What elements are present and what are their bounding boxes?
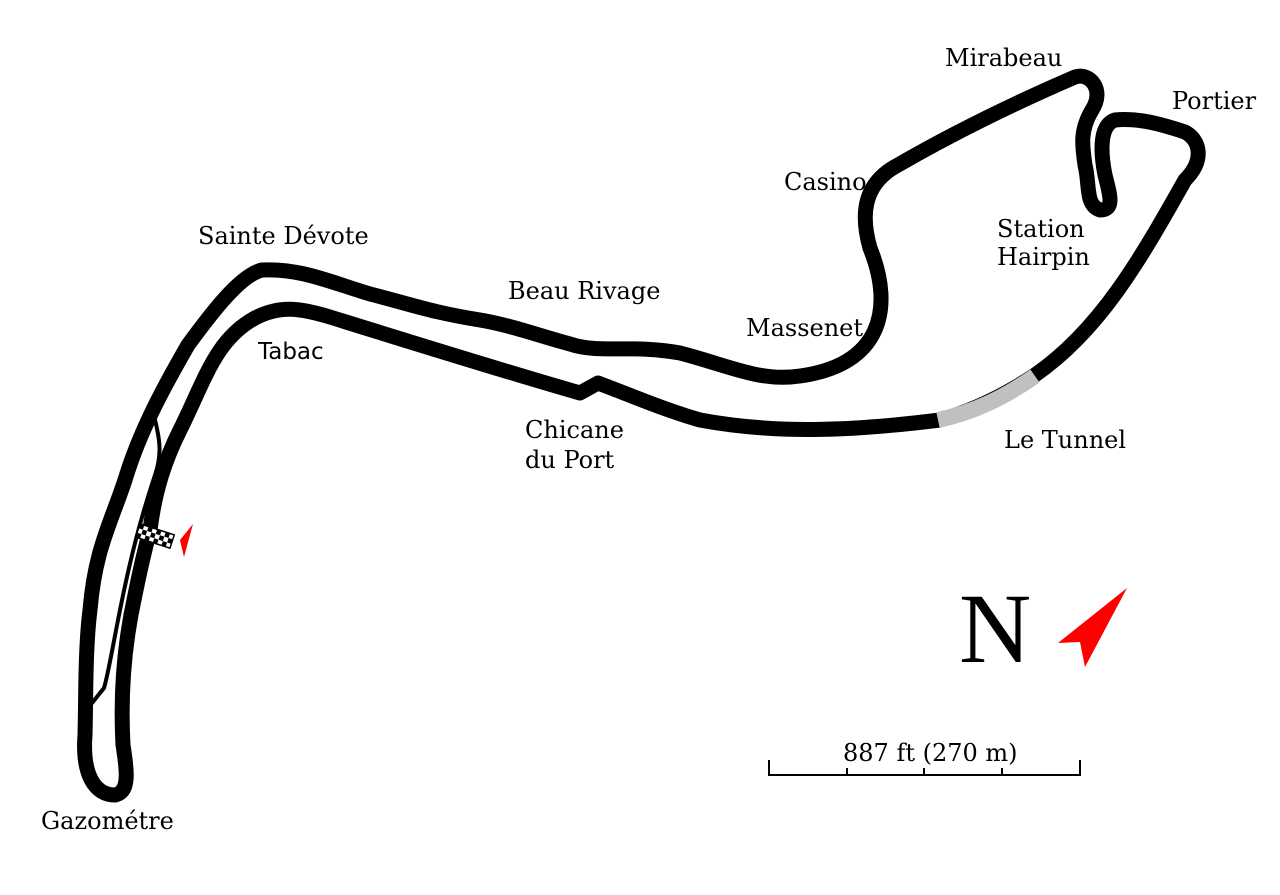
label-chicane-line1: Chicane: [525, 416, 624, 444]
label-chicane-line2: du Port: [525, 446, 615, 474]
scale-bar: [768, 760, 1081, 776]
label-beau-rivage: Beau Rivage: [508, 277, 660, 305]
start-finish-flag: [134, 522, 176, 550]
label-sainte-devote: Sainte Dévote: [198, 222, 369, 250]
direction-arrow-icon: [180, 524, 193, 557]
track-main: [77, 68, 1206, 803]
label-tabac: Tabac: [257, 339, 324, 365]
label-casino: Casino: [784, 168, 867, 196]
label-mirabeau: Mirabeau: [945, 44, 1062, 72]
north-letter: N: [959, 573, 1031, 684]
label-station-line2: Hairpin: [997, 243, 1090, 271]
label-gazometre: Gazométre: [41, 807, 174, 835]
north-arrow-icon: [1058, 588, 1127, 667]
label-station-line1: Station: [997, 215, 1085, 243]
pit-lane: [86, 418, 162, 710]
label-massenet: Massenet: [746, 314, 863, 342]
label-portier: Portier: [1172, 87, 1257, 115]
scale-label: 887 ft (270 m): [843, 739, 1018, 767]
label-le-tunnel: Le Tunnel: [1004, 426, 1126, 454]
tunnel-section: [936, 369, 1040, 428]
